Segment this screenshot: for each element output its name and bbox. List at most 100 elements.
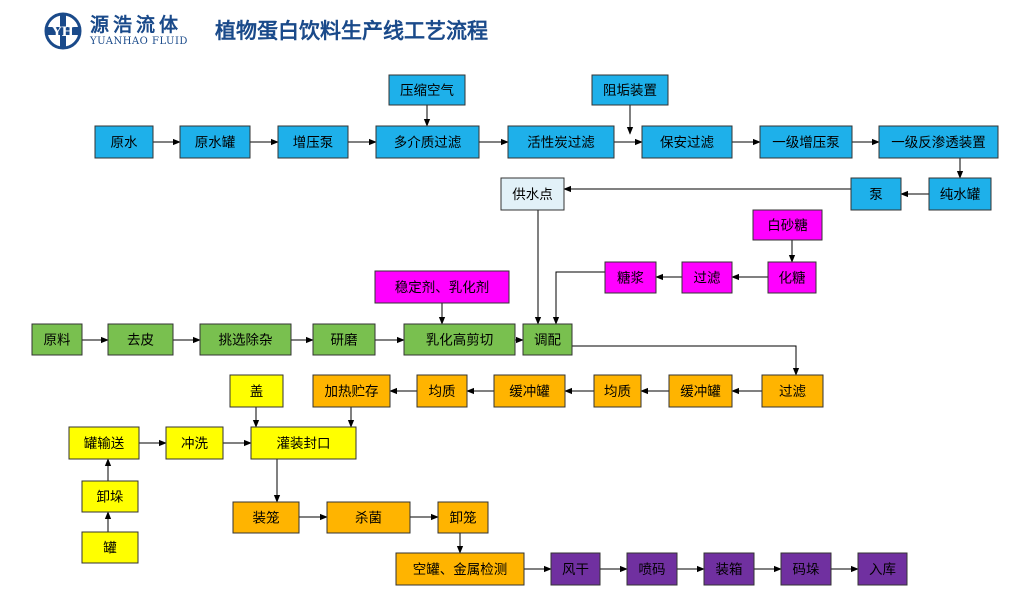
node-box — [507, 125, 615, 159]
node-box — [500, 177, 565, 211]
edge-blending-to-filter2 — [572, 345, 800, 376]
node-palletize: 码垛 — [780, 552, 832, 586]
node-label: 杀菌 — [355, 511, 382, 527]
flow-edges — [82, 105, 964, 573]
node-lid: 盖 — [229, 374, 284, 408]
logo-english-name: YUANHAO FLUID — [90, 36, 188, 47]
node-ro-unit: 一级反渗透装置 — [878, 125, 999, 159]
node-sterilize: 杀菌 — [326, 501, 411, 534]
node-box — [403, 323, 516, 356]
node-dissolve-sugar: 化糖 — [767, 261, 817, 294]
node-box — [374, 270, 510, 304]
node-box — [759, 125, 853, 159]
node-box — [250, 426, 357, 460]
node-label: 调配 — [534, 333, 562, 349]
node-label: 风干 — [562, 562, 589, 578]
node-label: 白砂糖 — [767, 218, 808, 234]
node-inkjet: 喷码 — [626, 552, 678, 586]
node-label: 压缩空气 — [400, 83, 454, 99]
node-label: 一级增压泵 — [772, 135, 840, 151]
node-label: 原水 — [111, 135, 138, 151]
node-label: 冲洗 — [181, 436, 208, 452]
node-security-filter: 保安过滤 — [641, 125, 733, 159]
node-box — [437, 501, 489, 534]
node-label: 原水罐 — [195, 135, 236, 151]
node-label: 缓冲罐 — [509, 384, 550, 400]
svg-text:YH: YH — [51, 25, 74, 40]
node-label: 均质 — [429, 384, 456, 400]
node-filter2: 过滤 — [761, 374, 824, 408]
node-box — [493, 374, 566, 408]
yuanhao-logo-icon: YH — [44, 12, 82, 50]
logo-chinese-name: 源浩流体 — [90, 14, 183, 36]
node-box — [591, 74, 669, 106]
node-box — [68, 426, 140, 460]
node-can-conveyor: 罐输送 — [68, 426, 140, 460]
node-carbon-filter: 活性炭过滤 — [507, 125, 615, 159]
node-box — [416, 374, 468, 408]
node-label: 供水点 — [512, 187, 553, 203]
node-homogenize2: 均质 — [416, 374, 468, 408]
node-blending: 调配 — [522, 323, 573, 356]
node-label: 糖浆 — [617, 271, 645, 287]
node-label: 灌装封口 — [277, 436, 331, 452]
node-box — [94, 125, 154, 159]
node-box — [229, 374, 284, 408]
node-box — [81, 480, 139, 513]
node-white-sugar: 白砂糖 — [752, 209, 823, 241]
node-label: 原料 — [44, 333, 71, 349]
node-fill-seal: 灌装封口 — [250, 426, 357, 460]
node-label: 活性炭过滤 — [527, 135, 595, 151]
node-label: 泵 — [869, 187, 883, 203]
node-unstack: 卸垛 — [81, 480, 139, 513]
node-label: 过滤 — [694, 271, 722, 287]
node-label: 增压泵 — [293, 135, 334, 151]
node-box — [850, 177, 902, 211]
node-label: 一级反渗透装置 — [891, 135, 986, 151]
node-box — [752, 209, 823, 241]
node-box — [375, 125, 480, 159]
node-stabilizer: 稳定剂、乳化剂 — [374, 270, 510, 304]
node-label: 加热贮存 — [325, 384, 379, 400]
node-label: 盖 — [250, 384, 264, 400]
node-label: 乳化高剪切 — [426, 332, 494, 349]
node-box — [312, 374, 391, 408]
node-box — [388, 74, 466, 106]
node-label: 卸笼 — [450, 510, 477, 527]
node-label: 装笼 — [253, 510, 280, 527]
node-label: 喷码 — [639, 562, 666, 578]
node-label: 纯水罐 — [940, 187, 981, 203]
node-label: 空罐、金属检测 — [413, 562, 508, 578]
node-raw-water: 原水 — [94, 125, 154, 159]
node-label: 装箱 — [716, 562, 743, 578]
node-box — [641, 125, 733, 159]
node-basket-unload: 卸笼 — [437, 501, 489, 534]
node-stage1-pump: 一级增压泵 — [759, 125, 853, 159]
node-label: 均质 — [604, 384, 631, 400]
node-label: 罐输送 — [84, 436, 125, 452]
node-label: 挑选除杂 — [219, 333, 273, 349]
node-box — [767, 261, 817, 294]
node-compressed-air: 压缩空气 — [388, 74, 466, 106]
node-box — [31, 323, 83, 356]
node-box — [668, 374, 733, 408]
node-box — [179, 125, 251, 159]
node-box — [857, 552, 908, 586]
node-basket-load: 装笼 — [232, 501, 300, 534]
node-box — [395, 552, 525, 586]
node-label: 卸垛 — [97, 490, 124, 506]
node-box — [81, 531, 139, 564]
node-box — [232, 501, 300, 534]
node-emulsify: 乳化高剪切 — [403, 323, 516, 356]
node-inspection: 空罐、金属检测 — [395, 552, 525, 586]
node-sugar-filter: 过滤 — [681, 261, 733, 294]
node-raw-water-tank: 原水罐 — [179, 125, 251, 159]
node-cans: 罐 — [81, 531, 139, 564]
node-booster-pump: 增压泵 — [277, 125, 349, 159]
node-box — [878, 125, 999, 159]
node-label: 去皮 — [127, 333, 154, 349]
node-multimedia-filter: 多介质过滤 — [375, 125, 480, 159]
node-label: 阻垢装置 — [603, 83, 657, 99]
node-homogenize1: 均质 — [593, 374, 642, 408]
